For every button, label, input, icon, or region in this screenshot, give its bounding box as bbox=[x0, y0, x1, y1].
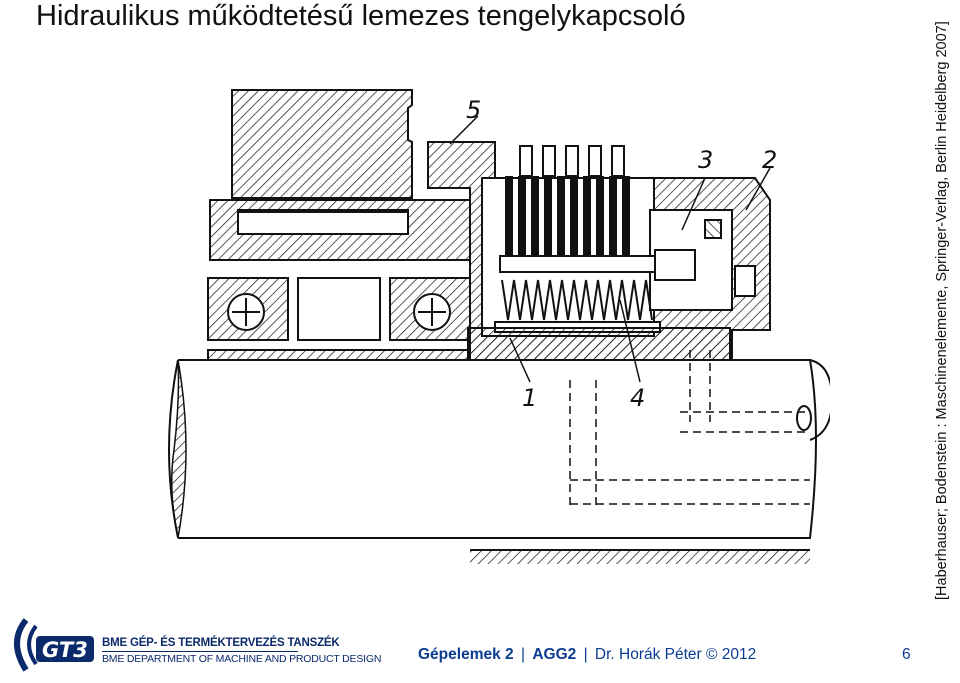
ball-bearings bbox=[207, 277, 471, 341]
footer-author: Dr. Horák Péter © 2012 bbox=[594, 646, 757, 663]
gt3-logo-mark: GT3 bbox=[42, 638, 88, 662]
footer-separator: | bbox=[520, 646, 525, 663]
department-name-en: BME DEPARTMENT OF MACHINE AND PRODUCT DE… bbox=[102, 653, 382, 665]
page-number: 6 bbox=[902, 646, 911, 663]
footer-info: Gépelemek 2 | AGG2 | Dr. Horák Péter © 2… bbox=[418, 646, 756, 664]
footer-code: AGG2 bbox=[532, 646, 577, 663]
footer-separator: | bbox=[583, 646, 588, 663]
department-name-hu: BME GÉP- ÉS TERMÉKTERVEZÉS TANSZÉK bbox=[102, 637, 340, 649]
part-label-3: 3 bbox=[698, 146, 713, 174]
gt3-logo: GT3 bbox=[14, 618, 94, 672]
shaft bbox=[168, 349, 830, 564]
gear-hub-part-5 bbox=[209, 89, 471, 261]
part-label-2: 2 bbox=[762, 146, 777, 174]
slide-title: Hidraulikus működtetésű lemezes tengelyk… bbox=[36, 0, 686, 32]
footer-course: Gépelemek 2 bbox=[418, 646, 514, 663]
part-label-4: 4 bbox=[630, 384, 645, 412]
clutch-section-drawing: 5 3 2 1 4 bbox=[168, 89, 830, 564]
part-label-1: 1 bbox=[522, 384, 537, 412]
piston-part-3 bbox=[654, 219, 756, 297]
department-divider bbox=[102, 651, 298, 652]
part-number-labels: 5 3 2 1 4 bbox=[449, 96, 777, 412]
source-citation-text: [Haberhauser; Bodenstein : Maschinenelem… bbox=[934, 21, 950, 600]
